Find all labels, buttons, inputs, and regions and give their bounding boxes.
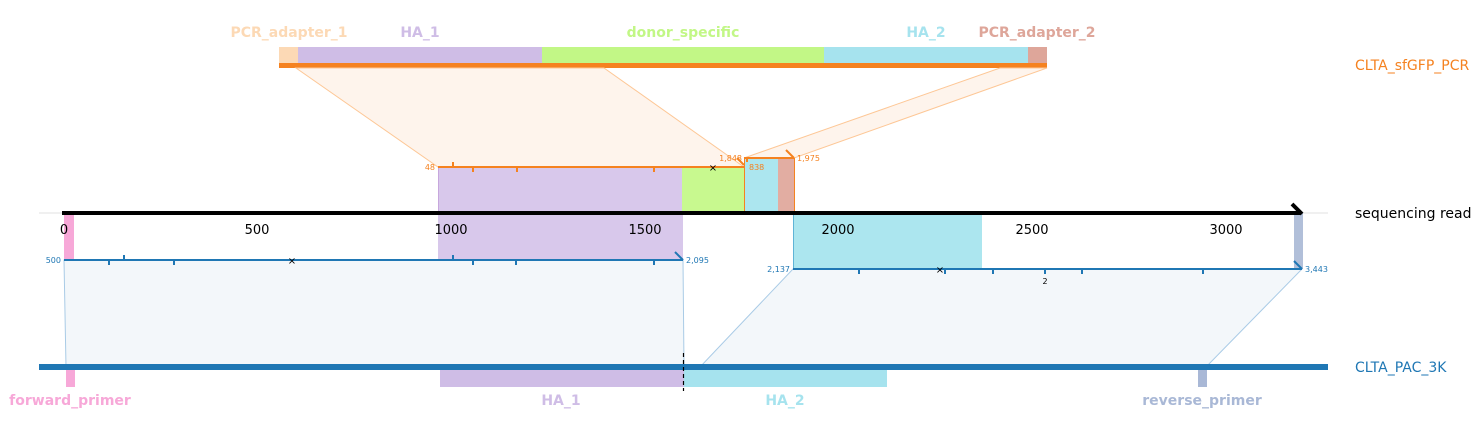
read-track-name: sequencing read: [1355, 206, 1471, 222]
read-track: 0 500 1000 1500 2000 2500 3000 sequencin…: [39, 202, 1471, 269]
bottom-label-forward-primer: forward_primer: [9, 393, 131, 409]
read-feature-reverse-primer: [1294, 213, 1303, 269]
top-alignment-number-2: 1,848: [719, 154, 742, 163]
top-projection-left: [294, 67, 746, 168]
bottom-alignment-1-start-number: 500: [46, 256, 61, 265]
top-track-name: CLTA_sfGFP_PCR: [1355, 58, 1469, 74]
bottom-label-reverse-primer: reverse_primer: [1142, 393, 1262, 409]
top-alignment-mismatch-marker: ×: [709, 163, 717, 174]
read-upper-features: [438, 158, 795, 213]
read-axis-tick-label: 2000: [821, 223, 854, 238]
top-alignment-start-number: 48: [425, 163, 435, 172]
top-alignment-arrow-2: [785, 149, 795, 159]
read-feature-donor-specific: [682, 167, 744, 213]
read-axis-tick-label: 0: [60, 223, 68, 238]
read-axis-tick-label: 1500: [628, 223, 661, 238]
read-feature-ha-2-lower: [793, 213, 982, 269]
bottom-projection-left: [63, 259, 685, 368]
top-track-backbone: [279, 63, 1047, 68]
top-label-donor-specific: donor_specific: [627, 25, 740, 41]
read-feature-ha-1-lower: [438, 213, 683, 260]
bottom-feature-forward-primer: [66, 367, 75, 387]
top-label-pcr-adapter-2: PCR_adapter_2: [978, 25, 1095, 41]
top-alignment-number-3: 838: [749, 163, 764, 172]
bottom-alignment-2-mismatch-marker: ×: [936, 265, 944, 276]
bottom-track-name: CLTA_PAC_3K: [1355, 360, 1447, 376]
top-feature-pcr-adapter-1: [279, 47, 298, 65]
bottom-label-ha-2: HA_2: [765, 393, 804, 409]
read-axis-tick-label: 500: [245, 223, 270, 238]
read-axis-arrow: [1290, 202, 1304, 216]
top-track: PCR_adapter_1 HA_1 donor_specific HA_2 P…: [230, 25, 1469, 74]
read-feature-forward-primer: [64, 213, 74, 260]
bottom-alignment-1: × 500 2,095: [46, 251, 709, 267]
bottom-alignment-projection: [63, 259, 1304, 368]
read-feature-ha-1-upper: [438, 167, 682, 213]
read-axis-tick-label: 2500: [1015, 223, 1048, 238]
top-alignment-line: × 48 1,848 838 1,975: [425, 149, 820, 174]
top-projection-right: [743, 67, 1048, 159]
bottom-feature-reverse-primer: [1198, 367, 1207, 387]
bottom-feature-ha-1: [440, 367, 684, 387]
bottom-alignment-1-mismatch-marker: ×: [288, 256, 296, 267]
top-alignment-projection: [294, 67, 1048, 168]
read-axis-tick-label: 1000: [434, 223, 467, 238]
top-feature-ha-1: [298, 47, 542, 65]
bottom-alignment-2: × 2,137 3,443 2: [767, 260, 1328, 286]
read-axis: [62, 211, 1301, 215]
bottom-feature-ha-2: [684, 367, 887, 387]
bottom-track: forward_primer HA_1 HA_2 reverse_primer …: [9, 353, 1447, 409]
bottom-alignment-2-insertion-count: 2: [1042, 277, 1047, 286]
read-feature-pcr-adapter-2: [778, 158, 794, 213]
read-axis-ticks: 0 500 1000 1500 2000 2500 3000: [60, 223, 1243, 238]
bottom-alignment-1-arrow: [674, 251, 684, 261]
top-feature-donor-specific: [542, 47, 824, 65]
bottom-alignment-2-end-number: 3,443: [1305, 265, 1328, 274]
bottom-alignment-1-end-number: 2,095: [686, 256, 709, 265]
read-feature-ha-2-upper: [744, 158, 778, 213]
top-label-pcr-adapter-1: PCR_adapter_1: [230, 25, 347, 41]
read-axis-tick-label: 3000: [1209, 223, 1242, 238]
top-label-ha-1: HA_1: [400, 25, 439, 41]
top-feature-pcr-adapter-2: [1028, 47, 1047, 65]
top-feature-ha-2: [824, 47, 1028, 65]
bottom-label-ha-1: HA_1: [541, 393, 580, 409]
top-label-ha-2: HA_2: [906, 25, 945, 41]
bottom-projection-right: [698, 268, 1304, 368]
top-alignment-number-4: 1,975: [797, 154, 820, 163]
bottom-alignment-2-arrow: [1293, 260, 1303, 270]
bottom-alignment-2-start-number: 2,137: [767, 265, 790, 274]
top-alignment-arrow-1: [736, 157, 745, 166]
